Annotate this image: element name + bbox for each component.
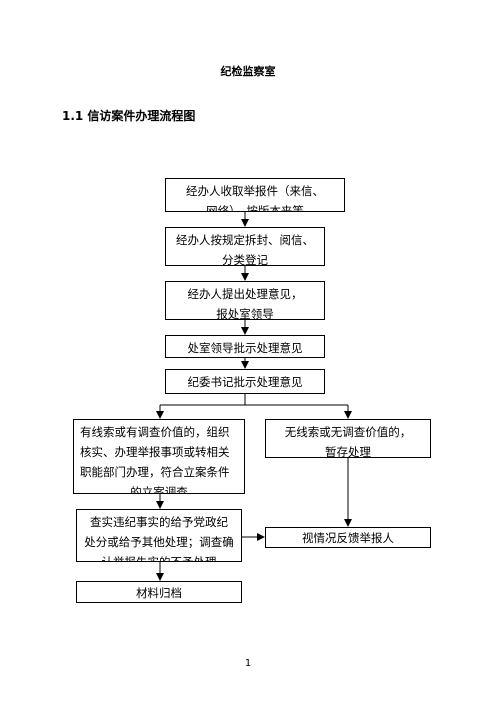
node-open-register: 经办人按规定拆封、阅信、 分类登记	[165, 227, 325, 266]
node-feedback-reporter: 视情况反馈举报人	[265, 527, 431, 548]
department-heading: 纪检监察室	[220, 65, 276, 78]
node-has-clues: 有线索或有调查价值的，组织 核实、办理举报事项或转相关 职能部门办理，符合立案条…	[73, 419, 245, 494]
page-number: 1	[244, 658, 252, 669]
node-archive: 材料归档	[76, 581, 242, 603]
node-punish-or-dismiss: 查实违纪事实的给予党政纪 处分或给予其他处理；调查确 认举报失实的不予处理	[76, 509, 242, 562]
node-dept-leader-approval: 处室领导批示处理意见	[165, 335, 325, 358]
node-receive-report: 经办人收取举报件（来信、 网络）、按版本来等	[165, 178, 345, 212]
node-propose-opinion: 经办人提出处理意见， 报处室领导	[165, 281, 325, 320]
node-no-clues: 无线索或无调查价值的， 暂存处理	[265, 419, 431, 458]
section-title: 1.1 信访案件办理流程图	[62, 109, 196, 123]
node-secretary-approval: 纪委书记批示处理意见	[165, 369, 325, 394]
